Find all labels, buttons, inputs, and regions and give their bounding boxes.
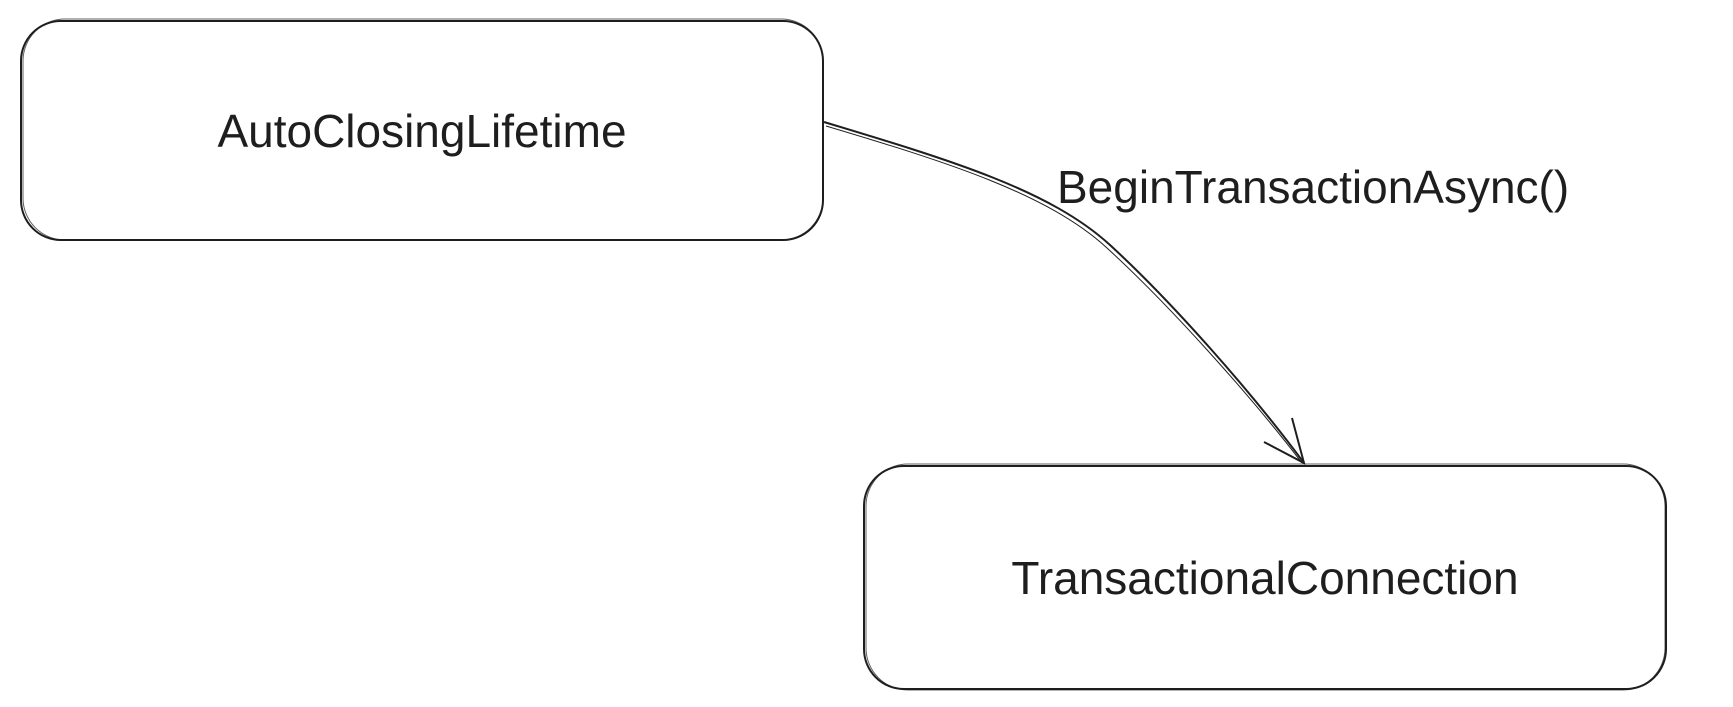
node-label: AutoClosingLifetime (217, 104, 627, 157)
node-transactional-connection[interactable]: TransactionalConnection (864, 466, 1666, 689)
edge-arrow[interactable] (823, 121, 1305, 464)
arrowhead-icon (1263, 417, 1306, 465)
edge-label: BeginTransactionAsync() (1057, 161, 1570, 213)
node-box-transactional-connection[interactable] (863, 465, 1667, 690)
node-auto-closing-lifetime[interactable]: AutoClosingLifetime (21, 21, 823, 240)
node-label: TransactionalConnection (1011, 551, 1519, 604)
